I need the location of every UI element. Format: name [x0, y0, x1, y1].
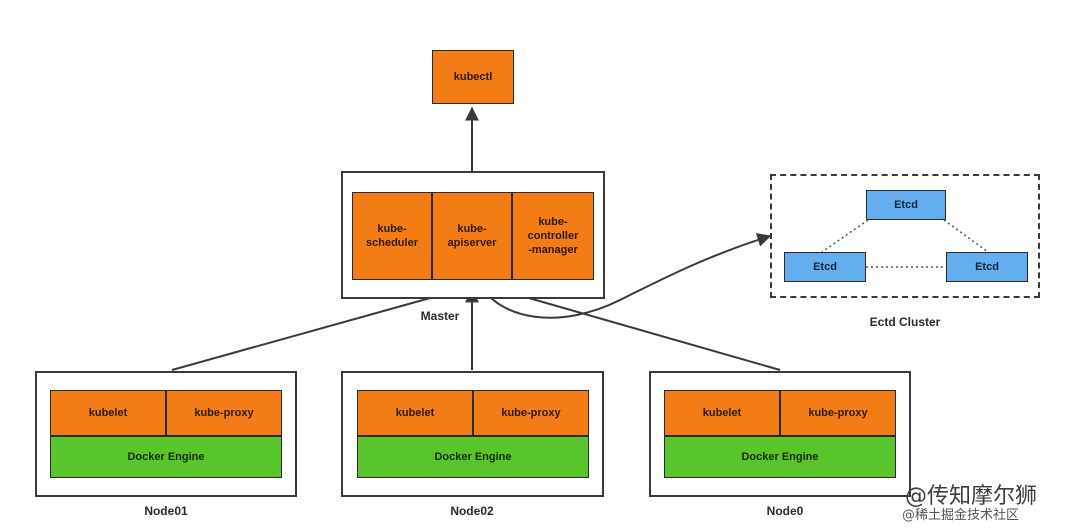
watermark-community: @稀土掘金技术社区	[902, 508, 1020, 523]
kube-apiserver-box: kube- apiserver	[432, 192, 512, 280]
etcd-left-label: Etcd	[813, 261, 837, 273]
kube-scheduler-label: kube- scheduler	[366, 223, 418, 249]
node03-kube-proxy-label: kube-proxy	[808, 407, 868, 419]
kube-controller-manager-box: kube- controller -manager	[512, 192, 594, 280]
kubectl-box: kubectl	[432, 50, 514, 104]
node02-caption: Node02	[450, 504, 494, 518]
node02-kubelet-label: kubelet	[395, 407, 435, 419]
etcd-top-box: Etcd	[866, 190, 946, 220]
etcd-left-box: Etcd	[784, 252, 866, 282]
node03-kubelet-box: kubelet	[664, 390, 780, 436]
node03-kube-proxy-box: kube-proxy	[780, 390, 896, 436]
kube-scheduler-box: kube- scheduler	[352, 192, 432, 280]
master-caption: Master	[420, 309, 460, 323]
node01-caption: Node01	[144, 504, 188, 518]
kubectl-label: kubectl	[453, 71, 493, 83]
etcd-top-label: Etcd	[894, 199, 918, 211]
node02-kube-proxy-label: kube-proxy	[501, 407, 561, 419]
etcd-cluster-caption: Ectd Cluster	[869, 315, 941, 329]
node03-docker-engine-label: Docker Engine	[741, 451, 819, 463]
node01-kube-proxy-label: kube-proxy	[194, 407, 254, 419]
node02-docker-engine-label: Docker Engine	[434, 451, 512, 463]
node02-kube-proxy-box: kube-proxy	[473, 390, 589, 436]
node01-kubelet-box: kubelet	[50, 390, 166, 436]
node03-caption: Node0	[766, 504, 804, 518]
master-etcd-arrow	[479, 233, 772, 319]
kube-apiserver-label: kube- apiserver	[447, 223, 497, 249]
etcd-link-right	[943, 219, 989, 253]
node02-kubelet-box: kubelet	[357, 390, 473, 436]
etcd-right-label: Etcd	[975, 261, 999, 273]
node01-master-arrow	[171, 284, 468, 371]
kube-controller-manager-label: kube- controller -manager	[527, 216, 579, 256]
node01-docker-engine-label: Docker Engine	[127, 451, 205, 463]
node01-docker-engine-box: Docker Engine	[50, 436, 282, 478]
etcd-cluster-frame	[770, 174, 1040, 298]
node02-docker-engine-box: Docker Engine	[357, 436, 589, 478]
etcd-link-left	[821, 219, 869, 253]
node03-docker-engine-box: Docker Engine	[664, 436, 896, 478]
etcd-right-box: Etcd	[946, 252, 1028, 282]
node01-kubelet-label: kubelet	[88, 407, 128, 419]
watermark-author: @传知摩尔狮	[905, 484, 1038, 509]
node01-kube-proxy-box: kube-proxy	[166, 390, 282, 436]
node03-kubelet-label: kubelet	[702, 407, 742, 419]
